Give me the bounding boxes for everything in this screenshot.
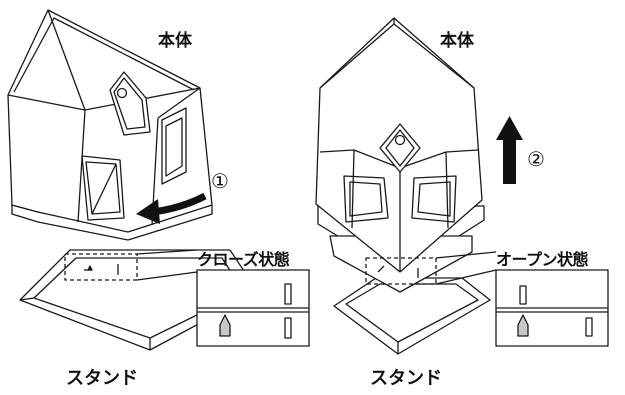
open-state-label: オープン状態 [496,250,589,269]
curved-arrow-icon [136,192,207,224]
open-state-detail [495,269,609,347]
right-body [315,17,485,293]
triangle-marker-icon [219,314,231,337]
closed-state-detail [196,269,310,347]
right-dashed-callout [365,251,497,285]
right-stand-label: スタンド [370,368,442,389]
step-2-label: ② [527,147,545,171]
closed-state-label: クローズ状態 [197,250,290,269]
left-body [7,9,213,241]
up-arrow-icon [496,116,523,184]
left-stand-label: スタンド [66,368,138,389]
left-dashed-callout [64,249,198,281]
right-body-label: 本体 [440,31,474,51]
triangle-marker-icon [517,314,529,337]
step-1-label: ① [211,169,229,193]
left-body-label: 本体 [158,31,192,51]
right-stand [333,277,491,355]
